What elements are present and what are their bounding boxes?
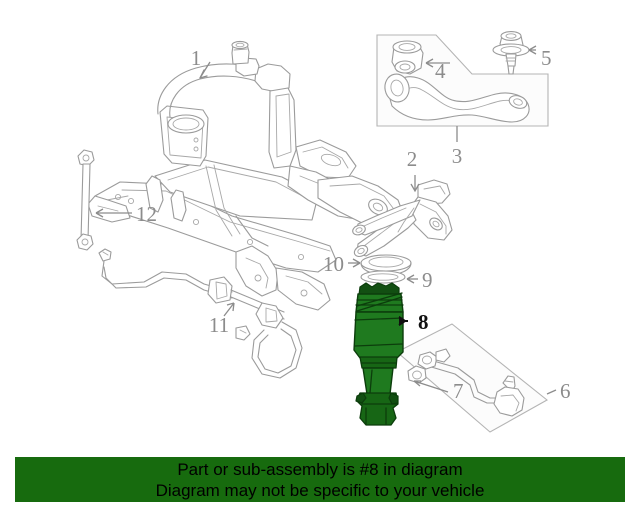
leader-8 [398, 316, 408, 326]
leader-10 [348, 258, 361, 268]
leader-4 [425, 58, 450, 68]
callout-label-10: 10 [323, 252, 344, 276]
callout-label-1: 1 [191, 46, 202, 70]
part-12-stabilizer-link [76, 149, 95, 251]
leader-9 [406, 274, 418, 284]
parts-diagram-illustration: 1 12 [76, 31, 571, 433]
leader-11 [223, 302, 235, 317]
part-6-lower-control-arm [407, 348, 525, 417]
notice-line-primary: Part or sub-assembly is #8 in diagram [177, 459, 463, 479]
part-8-air-suspension-strut [353, 282, 404, 426]
parts-notice-banner: Part or sub-assembly is #8 in diagram Di… [15, 457, 625, 502]
callout-label-4: 4 [435, 59, 446, 83]
leader-6 [546, 389, 557, 395]
callout-label-6: 6 [560, 379, 571, 403]
callout-label-8: 8 [418, 310, 429, 334]
part-4-bushing [391, 40, 424, 75]
leader-2 [410, 175, 420, 193]
callout-label-11: 11 [209, 313, 229, 337]
notice-line-secondary: Diagram may not be specific to your vehi… [155, 480, 485, 500]
callout-label-3: 3 [452, 144, 463, 168]
leader-12 [95, 208, 132, 218]
part-5-ball-joint [492, 31, 530, 75]
callout-label-2: 2 [407, 147, 418, 171]
leader-7 [413, 380, 449, 393]
part-9-seal-ring [360, 270, 406, 284]
leader-5 [528, 45, 537, 55]
leader-1 [199, 61, 211, 79]
callout-label-5: 5 [541, 46, 552, 70]
part-11-stabilizer-bar [98, 248, 303, 379]
callout-label-12: 12 [136, 202, 157, 226]
part-1-subframe [87, 40, 405, 311]
part-3-upper-control-arm [384, 73, 530, 123]
callout-label-9: 9 [422, 268, 433, 292]
callout-label-7: 7 [453, 379, 464, 403]
part-2-thrust-arm [352, 179, 453, 258]
